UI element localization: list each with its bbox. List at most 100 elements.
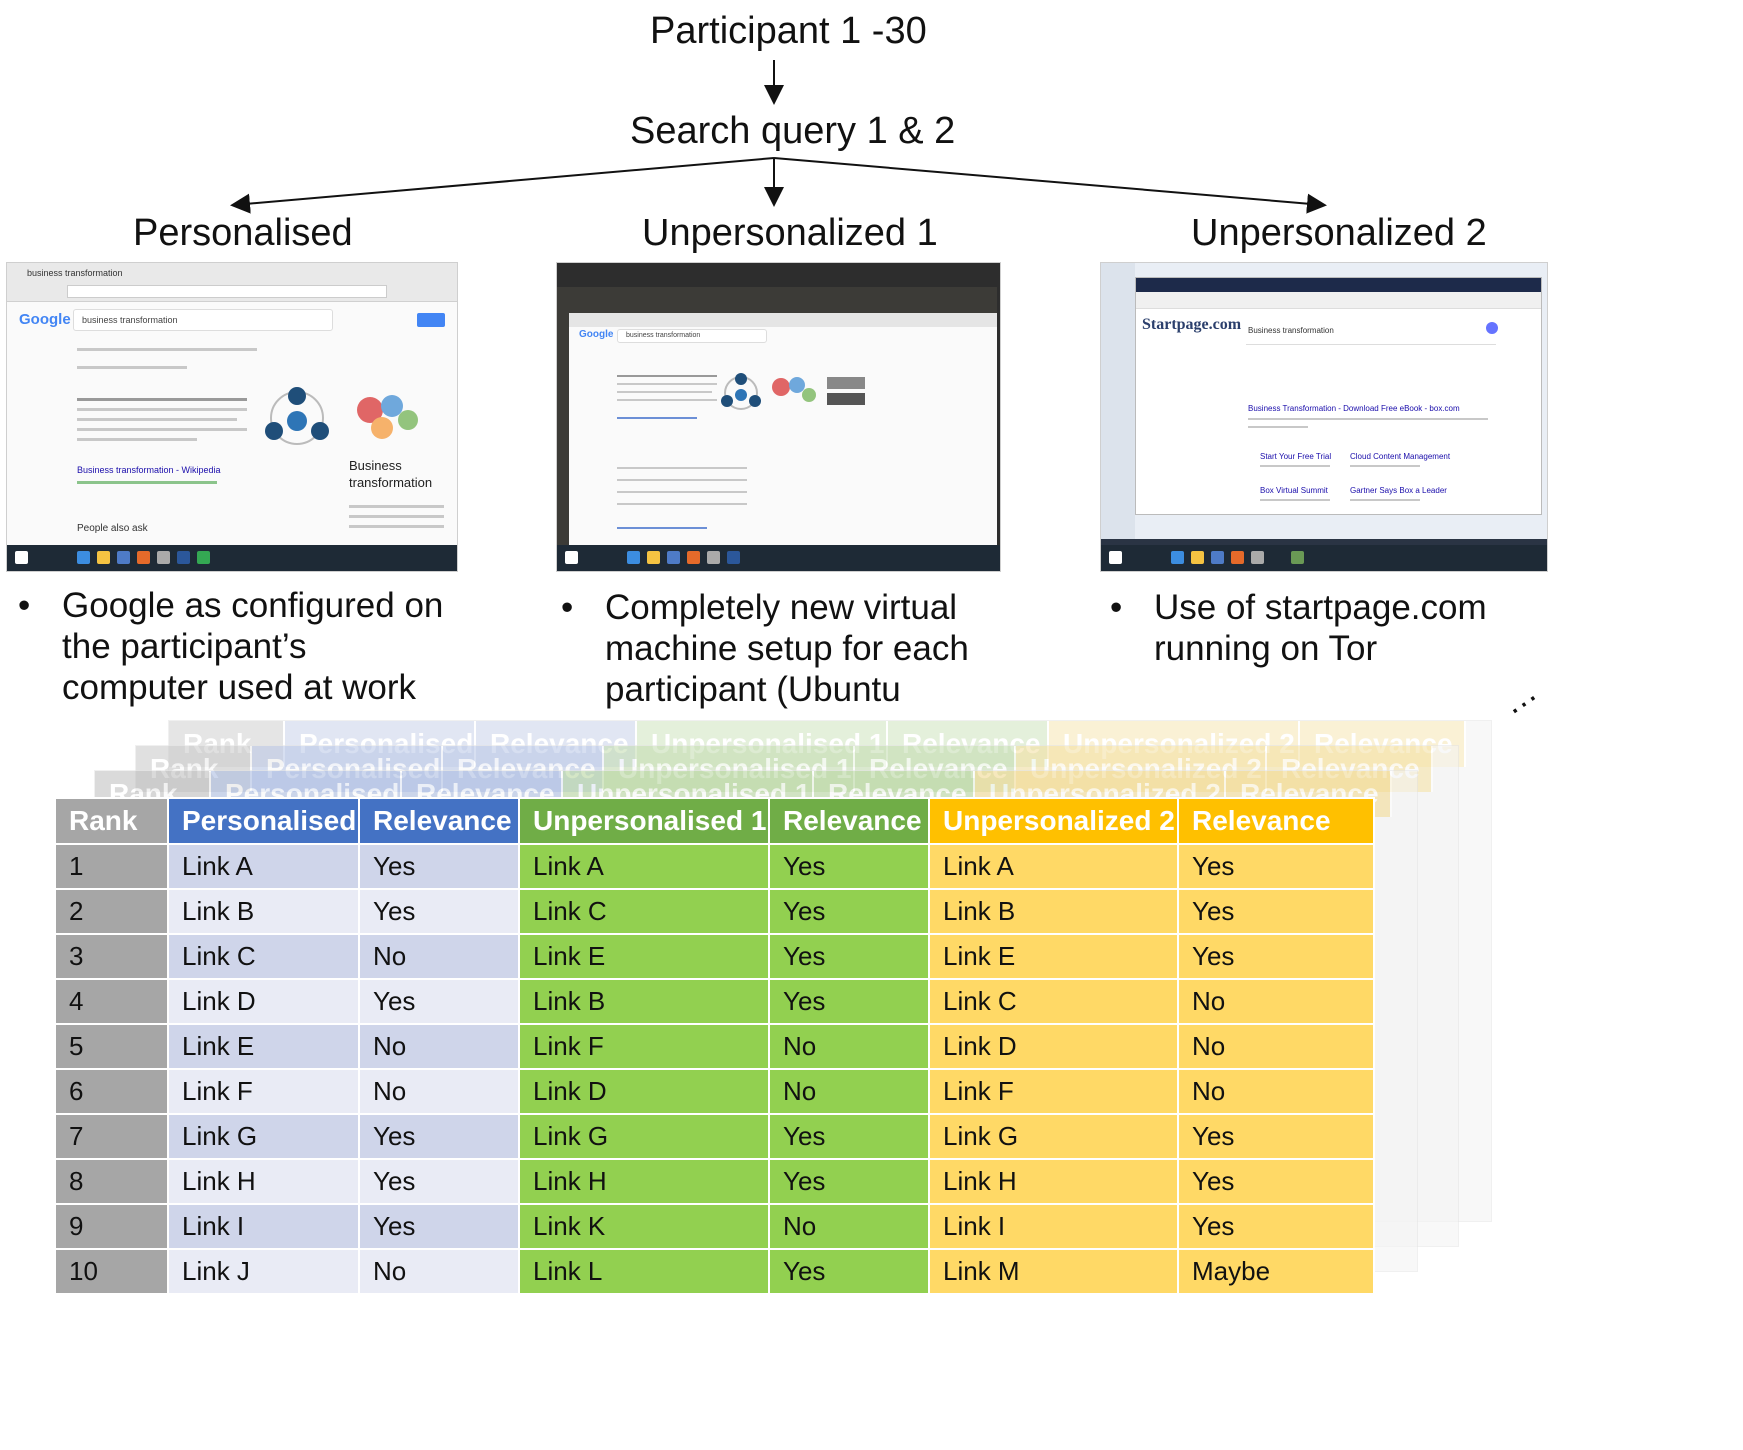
cell-personalised-relevance: No	[358, 1068, 520, 1115]
cell-unpers2-link: Link C	[928, 978, 1179, 1025]
wikipedia-result-link: Business transformation - Wikipedia	[77, 465, 221, 475]
cell-unpers1-relevance: Yes	[768, 933, 930, 980]
header-unpersonalised-1: Unpersonalised 1	[518, 797, 770, 845]
bullet-text: Completely new virtual machine setup for…	[605, 588, 969, 709]
cell-personalised-relevance: Yes	[358, 843, 520, 890]
cell-unpers1-link: Link G	[518, 1113, 770, 1160]
cell-rank: 5	[54, 1023, 169, 1070]
cell-personalised-link: Link E	[167, 1023, 360, 1070]
tor-window: Startpage.com Business transformation Bu…	[1135, 277, 1542, 515]
google-logo: Google	[579, 329, 614, 340]
cell-personalised-link: Link H	[167, 1158, 360, 1205]
cell-rank: 6	[54, 1068, 169, 1115]
participants-label: Participant 1 -30	[650, 10, 927, 52]
cell-personalised-link: Link D	[167, 978, 360, 1025]
cell-personalised-link: Link G	[167, 1113, 360, 1160]
search-box: business transformation	[73, 309, 333, 331]
more-participants-marker: …	[1493, 671, 1544, 723]
search-query-label: Search query 1 & 2	[630, 110, 956, 152]
cell-unpers2-relevance: Yes	[1177, 1158, 1375, 1205]
cell-rank: 8	[54, 1158, 169, 1205]
cell-rank: 1	[54, 843, 169, 890]
cell-personalised-link: Link B	[167, 888, 360, 935]
cell-unpers1-relevance: Yes	[768, 843, 930, 890]
address-bar	[67, 285, 387, 298]
cell-unpers1-relevance: No	[768, 1068, 930, 1115]
cell-rank: 2	[54, 888, 169, 935]
sublink-2: Cloud Content Management	[1350, 452, 1451, 461]
cell-unpers2-link: Link G	[928, 1113, 1179, 1160]
cell-unpers2-relevance: Yes	[1177, 933, 1375, 980]
cell-personalised-relevance: Yes	[358, 978, 520, 1025]
cell-unpers1-link: Link H	[518, 1158, 770, 1205]
cell-personalised-link: Link A	[167, 843, 360, 890]
cell-unpers2-relevance: Yes	[1177, 1203, 1375, 1250]
cell-unpers1-relevance: Yes	[768, 1248, 930, 1295]
startpage-logo: Startpage.com	[1142, 316, 1242, 333]
sublink-4: Gartner Says Box a Leader	[1350, 486, 1447, 495]
sign-in-icon	[417, 313, 445, 327]
cell-unpers1-relevance: Yes	[768, 978, 930, 1025]
ubuntu-launcher	[557, 287, 569, 545]
bullet-text: Google as configured on the participant’…	[62, 586, 444, 707]
header-unpersonalized-2: Unpersonalized 2	[928, 797, 1179, 845]
cell-rank: 9	[54, 1203, 169, 1250]
cell-personalised-link: Link I	[167, 1203, 360, 1250]
header-unpersonalised-1-relevance: Relevance	[768, 797, 930, 845]
gears-image-icon	[357, 395, 418, 439]
cell-unpers1-link: Link K	[518, 1203, 770, 1250]
screenshot-unpersonalized-1: Google business transformation	[556, 262, 1001, 572]
cell-unpers1-relevance: Yes	[768, 888, 930, 935]
google-logo: Google	[19, 311, 71, 328]
cell-unpers1-link: Link B	[518, 978, 770, 1025]
cell-unpers2-link: Link E	[928, 933, 1179, 980]
cell-rank: 3	[54, 933, 169, 980]
search-box: business transformation	[617, 329, 767, 343]
branch-unpersonalized-2-label: Unpersonalized 2	[1191, 212, 1487, 254]
bullet-dot: •	[1110, 588, 1123, 627]
cell-unpers2-relevance: Yes	[1177, 1113, 1375, 1160]
sublink-3: Box Virtual Summit	[1260, 486, 1328, 495]
cell-personalised-relevance: No	[358, 1248, 520, 1295]
header-unpersonalized-2-relevance: Relevance	[1177, 797, 1375, 845]
cell-rank: 10	[54, 1248, 169, 1295]
search-query-text: Business transformation	[1248, 326, 1334, 335]
cell-personalised-relevance: No	[358, 933, 520, 980]
people-also-ask: People also ask	[77, 523, 148, 534]
cell-unpers2-relevance: No	[1177, 1023, 1375, 1070]
screenshot-personalised: business transformation Google business …	[6, 262, 458, 572]
cell-unpers1-relevance: Yes	[768, 1158, 930, 1205]
cell-personalised-relevance: Yes	[358, 1113, 520, 1160]
header-personalised-relevance: Relevance	[358, 797, 520, 845]
diagram-thumbnail-icon	[721, 373, 761, 410]
cell-personalised-relevance: Yes	[358, 888, 520, 935]
flow-arrows	[230, 60, 1327, 214]
arrow-query-to-unpersonalized-2	[773, 157, 1327, 214]
cell-rank: 7	[54, 1113, 169, 1160]
cell-unpers1-link: Link A	[518, 843, 770, 890]
cell-personalised-link: Link F	[167, 1068, 360, 1115]
browser-chrome: business transformation	[7, 263, 457, 302]
windows-taskbar	[557, 545, 1000, 571]
arrow-query-to-personalised	[230, 157, 775, 214]
cell-unpers2-relevance: Maybe	[1177, 1248, 1375, 1295]
cell-personalised-relevance: No	[358, 1023, 520, 1070]
cell-personalised-link: Link J	[167, 1248, 360, 1295]
cell-personalised-link: Link C	[167, 933, 360, 980]
cell-rank: 4	[54, 978, 169, 1025]
cell-unpers1-link: Link L	[518, 1248, 770, 1295]
cell-unpers1-relevance: No	[768, 1203, 930, 1250]
cell-unpers1-link: Link E	[518, 933, 770, 980]
cell-unpers2-relevance: No	[1177, 978, 1375, 1025]
cell-unpers2-link: Link B	[928, 888, 1179, 935]
bullet-dot: •	[18, 586, 31, 625]
